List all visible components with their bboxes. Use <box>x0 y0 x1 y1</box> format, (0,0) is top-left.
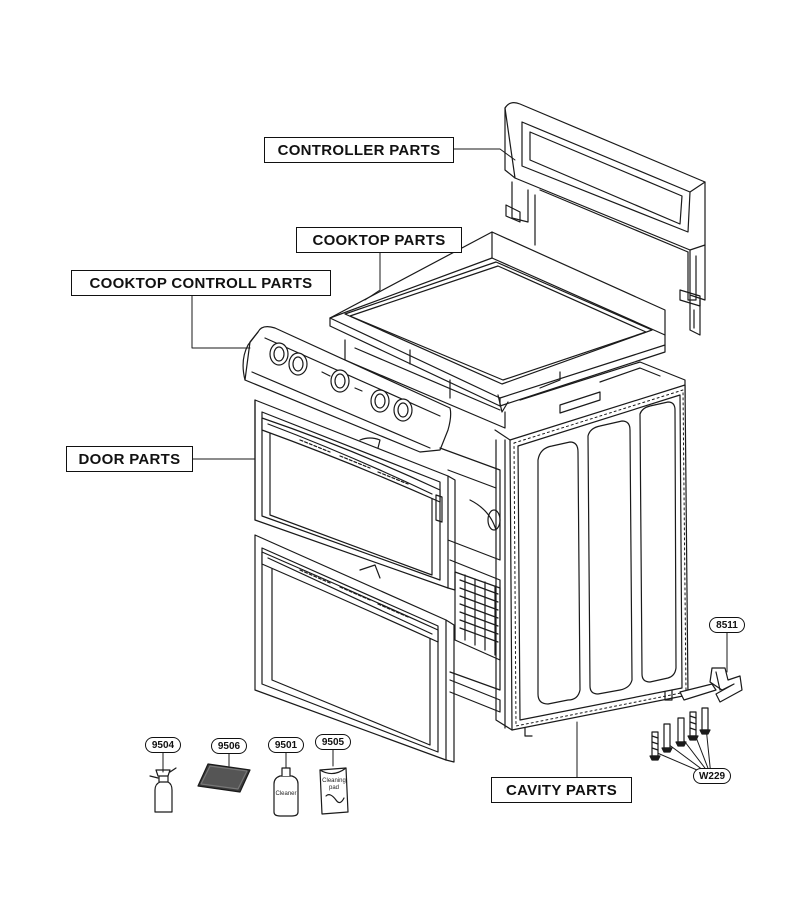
part-tag-9506: 9506 <box>211 738 247 754</box>
screw-2 <box>661 723 673 753</box>
cleaning-pad-pouch <box>319 767 349 815</box>
controller-panel <box>504 102 706 336</box>
label-cooktop-controll-parts: COOKTOP CONTROLL PARTS <box>71 270 331 296</box>
label-cooktop-parts: COOKTOP PARTS <box>296 227 462 253</box>
knob-2 <box>288 352 308 376</box>
label-controller-parts: CONTROLLER PARTS <box>264 137 454 163</box>
part-tag-9505: 9505 <box>315 734 351 750</box>
screw-3 <box>675 717 687 747</box>
part-tag-8511: 8511 <box>709 617 745 633</box>
screws <box>649 707 711 761</box>
cleaner-bottle <box>273 767 299 817</box>
cleaning-scraper <box>197 763 251 793</box>
cleaning-pad-text: Cleaning pad <box>322 778 346 791</box>
screw-5 <box>699 707 711 735</box>
label-door-parts: DOOR PARTS <box>66 446 193 472</box>
part-tag-9501: 9501 <box>268 737 304 753</box>
cleaner-bottle-text: Cleaner <box>275 791 297 797</box>
knob-3 <box>330 369 350 393</box>
upper-door <box>254 399 456 591</box>
cooktop-control-panel <box>242 326 452 453</box>
knob-5 <box>393 398 413 422</box>
upper-frame <box>344 339 686 429</box>
label-cavity-parts: CAVITY PARTS <box>491 777 632 803</box>
knob-4 <box>370 389 390 413</box>
anti-tip-bracket <box>679 667 743 703</box>
cavity-body <box>494 384 689 737</box>
part-tag-w229: W229 <box>693 768 731 784</box>
cooktop-glass <box>329 231 666 413</box>
part-tag-9504: 9504 <box>145 737 181 753</box>
spray-bottle <box>149 767 177 813</box>
knob-1 <box>269 342 289 366</box>
oven-interior <box>359 437 501 713</box>
lower-door <box>254 534 455 763</box>
